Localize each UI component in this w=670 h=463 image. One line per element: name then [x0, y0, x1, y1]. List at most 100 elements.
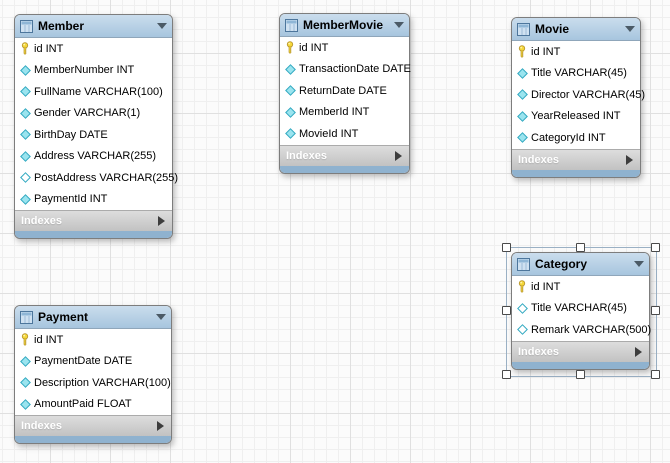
expand-arrow-icon[interactable]: [157, 421, 164, 431]
column-label: Director VARCHAR(45): [531, 88, 646, 101]
table-columns: id INT MemberNumber INT FullName VARCHAR…: [15, 38, 178, 211]
column-row[interactable]: MemberId INT: [280, 102, 409, 124]
not-null-column-icon: [284, 106, 296, 118]
column-row[interactable]: id INT: [512, 276, 649, 298]
table-figure-membermovie[interactable]: MemberMovie id INT TransactionDate DATE …: [279, 13, 411, 174]
table-header-member[interactable]: Member: [15, 15, 172, 38]
indexes-bar[interactable]: Indexes: [15, 210, 172, 231]
not-null-column-icon: [19, 129, 31, 141]
column-row[interactable]: MemberNumber INT: [15, 60, 172, 82]
collapse-arrow-icon[interactable]: [156, 314, 166, 320]
table-figure-member[interactable]: Member id INT MemberNumber INT FullName …: [14, 14, 178, 239]
table-icon: [517, 257, 530, 271]
column-row[interactable]: ReturnDate DATE: [280, 80, 409, 102]
collapse-arrow-icon[interactable]: [157, 23, 167, 29]
column-row[interactable]: PaymentDate DATE: [15, 351, 171, 373]
not-null-column-icon: [516, 110, 528, 122]
table-title: Payment: [38, 310, 89, 324]
primary-key-icon: [21, 42, 29, 56]
selection-handle-sw[interactable]: [501, 370, 511, 379]
selection-handle-s[interactable]: [576, 370, 585, 379]
column-row[interactable]: Director VARCHAR(45): [512, 84, 645, 106]
table-header-category[interactable]: Category: [512, 253, 649, 276]
column-row[interactable]: Address VARCHAR(255): [15, 146, 172, 168]
column-row[interactable]: MovieId INT: [280, 123, 409, 145]
column-label: PaymentId INT: [34, 193, 108, 206]
not-null-column-icon: [19, 377, 31, 389]
table-footer-bar: [512, 169, 640, 177]
not-null-column-icon: [19, 107, 31, 119]
column-row[interactable]: FullName VARCHAR(100): [15, 81, 172, 103]
column-label: Address VARCHAR(255): [34, 150, 157, 163]
not-null-column-icon: [19, 64, 31, 76]
indexes-bar[interactable]: Indexes: [512, 148, 640, 170]
selection-handle-ne[interactable]: [650, 242, 660, 252]
collapse-arrow-icon[interactable]: [625, 26, 635, 32]
table-footer-bar: [15, 231, 172, 238]
column-row[interactable]: id INT: [15, 329, 171, 351]
indexes-label: Indexes: [518, 153, 559, 166]
column-row[interactable]: id INT: [280, 37, 409, 59]
primary-key-icon: [518, 280, 526, 294]
not-null-column-icon: [19, 398, 31, 410]
table-icon: [517, 22, 530, 36]
column-label: MemberId INT: [299, 106, 370, 119]
table-title: Member: [38, 19, 85, 33]
nullable-column-icon: [516, 302, 528, 314]
table-figure-category[interactable]: Category id INT Title VARCHAR(45) Remark…: [511, 252, 651, 370]
column-row[interactable]: PaymentId INT: [15, 189, 172, 211]
column-row[interactable]: Title VARCHAR(45): [512, 298, 649, 320]
column-label: id INT: [34, 42, 64, 55]
selection-handle-se[interactable]: [650, 370, 660, 379]
selection-handle-w[interactable]: [501, 306, 511, 316]
table-icon: [20, 310, 33, 324]
column-label: MovieId INT: [299, 127, 359, 140]
indexes-label: Indexes: [21, 215, 62, 227]
column-row[interactable]: CategoryId INT: [512, 127, 640, 149]
not-null-column-icon: [284, 128, 296, 140]
column-label: Description VARCHAR(100): [34, 376, 171, 389]
primary-key-icon: [518, 45, 526, 59]
column-label: Title VARCHAR(45): [531, 302, 627, 315]
column-row[interactable]: Gender VARCHAR(1): [15, 103, 172, 125]
table-header-payment[interactable]: Payment: [15, 306, 171, 329]
table-title: Category: [535, 257, 588, 271]
expand-arrow-icon[interactable]: [395, 150, 402, 161]
column-row[interactable]: Remark VARCHAR(500): [512, 319, 651, 341]
expand-arrow-icon[interactable]: [626, 154, 633, 165]
column-row[interactable]: id INT: [15, 38, 172, 60]
table-footer-bar: [512, 361, 649, 369]
collapse-arrow-icon[interactable]: [634, 261, 644, 267]
table-title: Movie: [535, 22, 570, 36]
table-figure-payment[interactable]: Payment id INT PaymentDate DATE Descript…: [14, 305, 172, 444]
nullable-column-icon: [19, 172, 31, 184]
not-null-column-icon: [19, 355, 31, 367]
column-row[interactable]: id INT: [512, 41, 640, 63]
selection-handle-e[interactable]: [650, 306, 660, 316]
column-row[interactable]: YearReleased INT: [512, 106, 640, 128]
column-label: PostAddress VARCHAR(255): [34, 171, 179, 184]
collapse-arrow-icon[interactable]: [394, 22, 404, 28]
column-row[interactable]: AmountPaid FLOAT: [15, 394, 171, 416]
column-label: id INT: [531, 280, 561, 293]
indexes-bar[interactable]: Indexes: [512, 340, 649, 362]
column-row[interactable]: Description VARCHAR(100): [15, 372, 171, 394]
column-row[interactable]: TransactionDate DATE: [280, 59, 411, 81]
selection-handle-n[interactable]: [576, 242, 585, 252]
column-row[interactable]: Title VARCHAR(45): [512, 63, 640, 85]
table-columns: id INT Title VARCHAR(45) Director VARCHA…: [512, 41, 645, 149]
not-null-column-icon: [19, 150, 31, 162]
table-figure-movie[interactable]: Movie id INT Title VARCHAR(45) Director …: [511, 17, 645, 178]
column-label: BirthDay DATE: [34, 128, 108, 141]
table-header-membermovie[interactable]: MemberMovie: [280, 14, 409, 37]
selection-handle-nw[interactable]: [501, 242, 511, 252]
column-row[interactable]: BirthDay DATE: [15, 124, 172, 146]
expand-arrow-icon[interactable]: [158, 216, 165, 226]
column-row[interactable]: PostAddress VARCHAR(255): [15, 167, 178, 189]
indexes-bar[interactable]: Indexes: [280, 144, 409, 166]
not-null-column-icon: [19, 193, 31, 205]
expand-arrow-icon[interactable]: [635, 346, 642, 357]
table-header-movie[interactable]: Movie: [512, 18, 640, 41]
indexes-bar[interactable]: Indexes: [15, 415, 171, 436]
